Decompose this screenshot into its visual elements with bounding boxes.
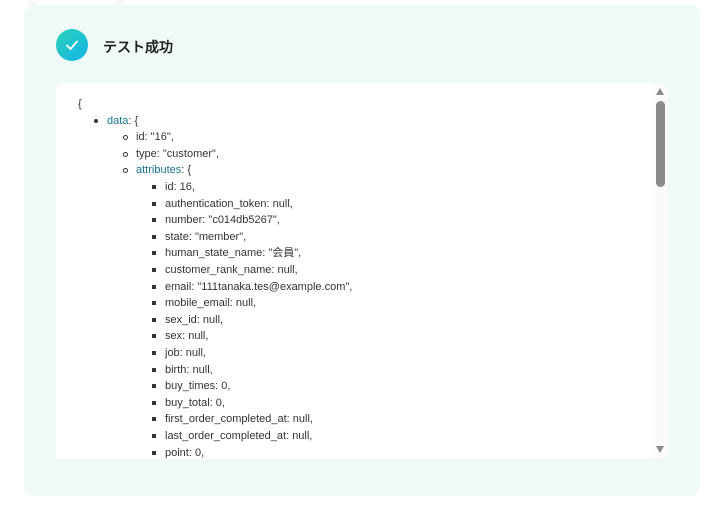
json-value: customer_rank_name: null,: [165, 264, 298, 276]
json-value: job: null,: [165, 347, 206, 359]
json-line: sex: null,: [152, 329, 209, 343]
json-value: last_order_completed_at: null,: [165, 430, 313, 442]
scroll-down-arrow-icon[interactable]: [656, 446, 664, 453]
bullet-square-icon: [152, 301, 156, 306]
json-value: state: "member",: [165, 230, 247, 243]
bullet-square-icon: [152, 334, 156, 339]
json-line: birth: null,: [152, 363, 213, 377]
json-value: email: "111tanaka.tes@example.com",: [165, 280, 353, 293]
bullet-circle-icon: [123, 135, 128, 141]
json-line: state: "member",: [152, 230, 247, 244]
check-circle-icon: [56, 29, 88, 61]
bullet-square-icon: [152, 234, 156, 239]
bullet-square-icon: [152, 185, 156, 189]
bullet-square-icon: [152, 400, 156, 405]
scrollbar[interactable]: [653, 83, 668, 458]
json-line: point: 0,: [152, 446, 205, 458]
json-line: buy_times: 0,: [152, 379, 231, 393]
bullet-square-icon: [152, 434, 156, 438]
json-value: type: "customer",: [136, 147, 220, 160]
json-value: number: "c014db5267",: [165, 214, 280, 227]
json-line: {: [78, 97, 82, 111]
bullet-square-icon: [152, 367, 156, 372]
json-line: customer_rank_name: null,: [152, 263, 298, 277]
scroll-up-arrow-icon[interactable]: [656, 88, 664, 95]
json-key: data: [107, 114, 129, 127]
bullet-square-icon: [152, 384, 156, 389]
json-line: mobile_email: null,: [152, 296, 257, 310]
json-value: {: [78, 98, 82, 110]
bullet-square-icon: [152, 417, 156, 422]
json-line: number: "c014db5267",: [152, 213, 280, 227]
json-value: point: 0,: [165, 446, 205, 458]
json-value: : {: [181, 164, 192, 177]
json-line: authentication_token: null,: [152, 197, 293, 211]
json-value: buy_total: 0,: [165, 396, 225, 409]
json-line: job: null,: [152, 346, 206, 360]
bullet-square-icon: [152, 218, 156, 223]
json-line: human_state_name: "会員",: [152, 246, 302, 260]
json-value: id: 16,: [165, 181, 195, 193]
scrollbar-thumb[interactable]: [656, 101, 665, 187]
bullet-square-icon: [152, 251, 156, 256]
bullet-square-icon: [152, 450, 156, 455]
json-line: attributes: {: [123, 163, 192, 177]
bullet-square-icon: [152, 284, 156, 289]
json-value: first_order_completed_at: null,: [165, 413, 313, 426]
json-value: buy_times: 0,: [165, 380, 231, 393]
json-key: attributes: [136, 164, 182, 177]
result-title: テスト成功: [103, 39, 173, 55]
json-value: id: "16",: [136, 131, 174, 144]
bullet-disc-icon: [94, 118, 98, 123]
json-line: last_order_completed_at: null,: [152, 429, 313, 443]
json-line: buy_total: 0,: [152, 396, 225, 410]
bullet-square-icon: [152, 268, 156, 272]
json-value: birth: null,: [165, 363, 213, 376]
bullet-circle-icon: [123, 151, 128, 157]
json-value: mobile_email: null,: [165, 297, 257, 310]
bullet-circle-icon: [123, 168, 128, 174]
json-value: sex_id: null,: [165, 313, 224, 326]
json-line: first_order_completed_at: null,: [152, 412, 313, 426]
json-value: authentication_token: null,: [165, 197, 293, 210]
json-value: sex: null,: [165, 330, 209, 343]
json-line: type: "customer",: [123, 147, 220, 161]
json-value: : {: [128, 114, 139, 127]
json-value: human_state_name: "会員",: [165, 247, 302, 260]
json-line: id: "16",: [123, 130, 174, 144]
json-line: id: 16,: [152, 180, 195, 194]
json-line: data: {: [94, 114, 139, 128]
bullet-square-icon: [152, 351, 156, 355]
bullet-square-icon: [152, 201, 156, 206]
json-output-panel[interactable]: {data: {id: "16",type: "customer",attrib…: [56, 83, 668, 458]
bullet-square-icon: [152, 317, 156, 322]
json-line: email: "111tanaka.tes@example.com",: [152, 280, 353, 294]
json-line: sex_id: null,: [152, 313, 224, 327]
